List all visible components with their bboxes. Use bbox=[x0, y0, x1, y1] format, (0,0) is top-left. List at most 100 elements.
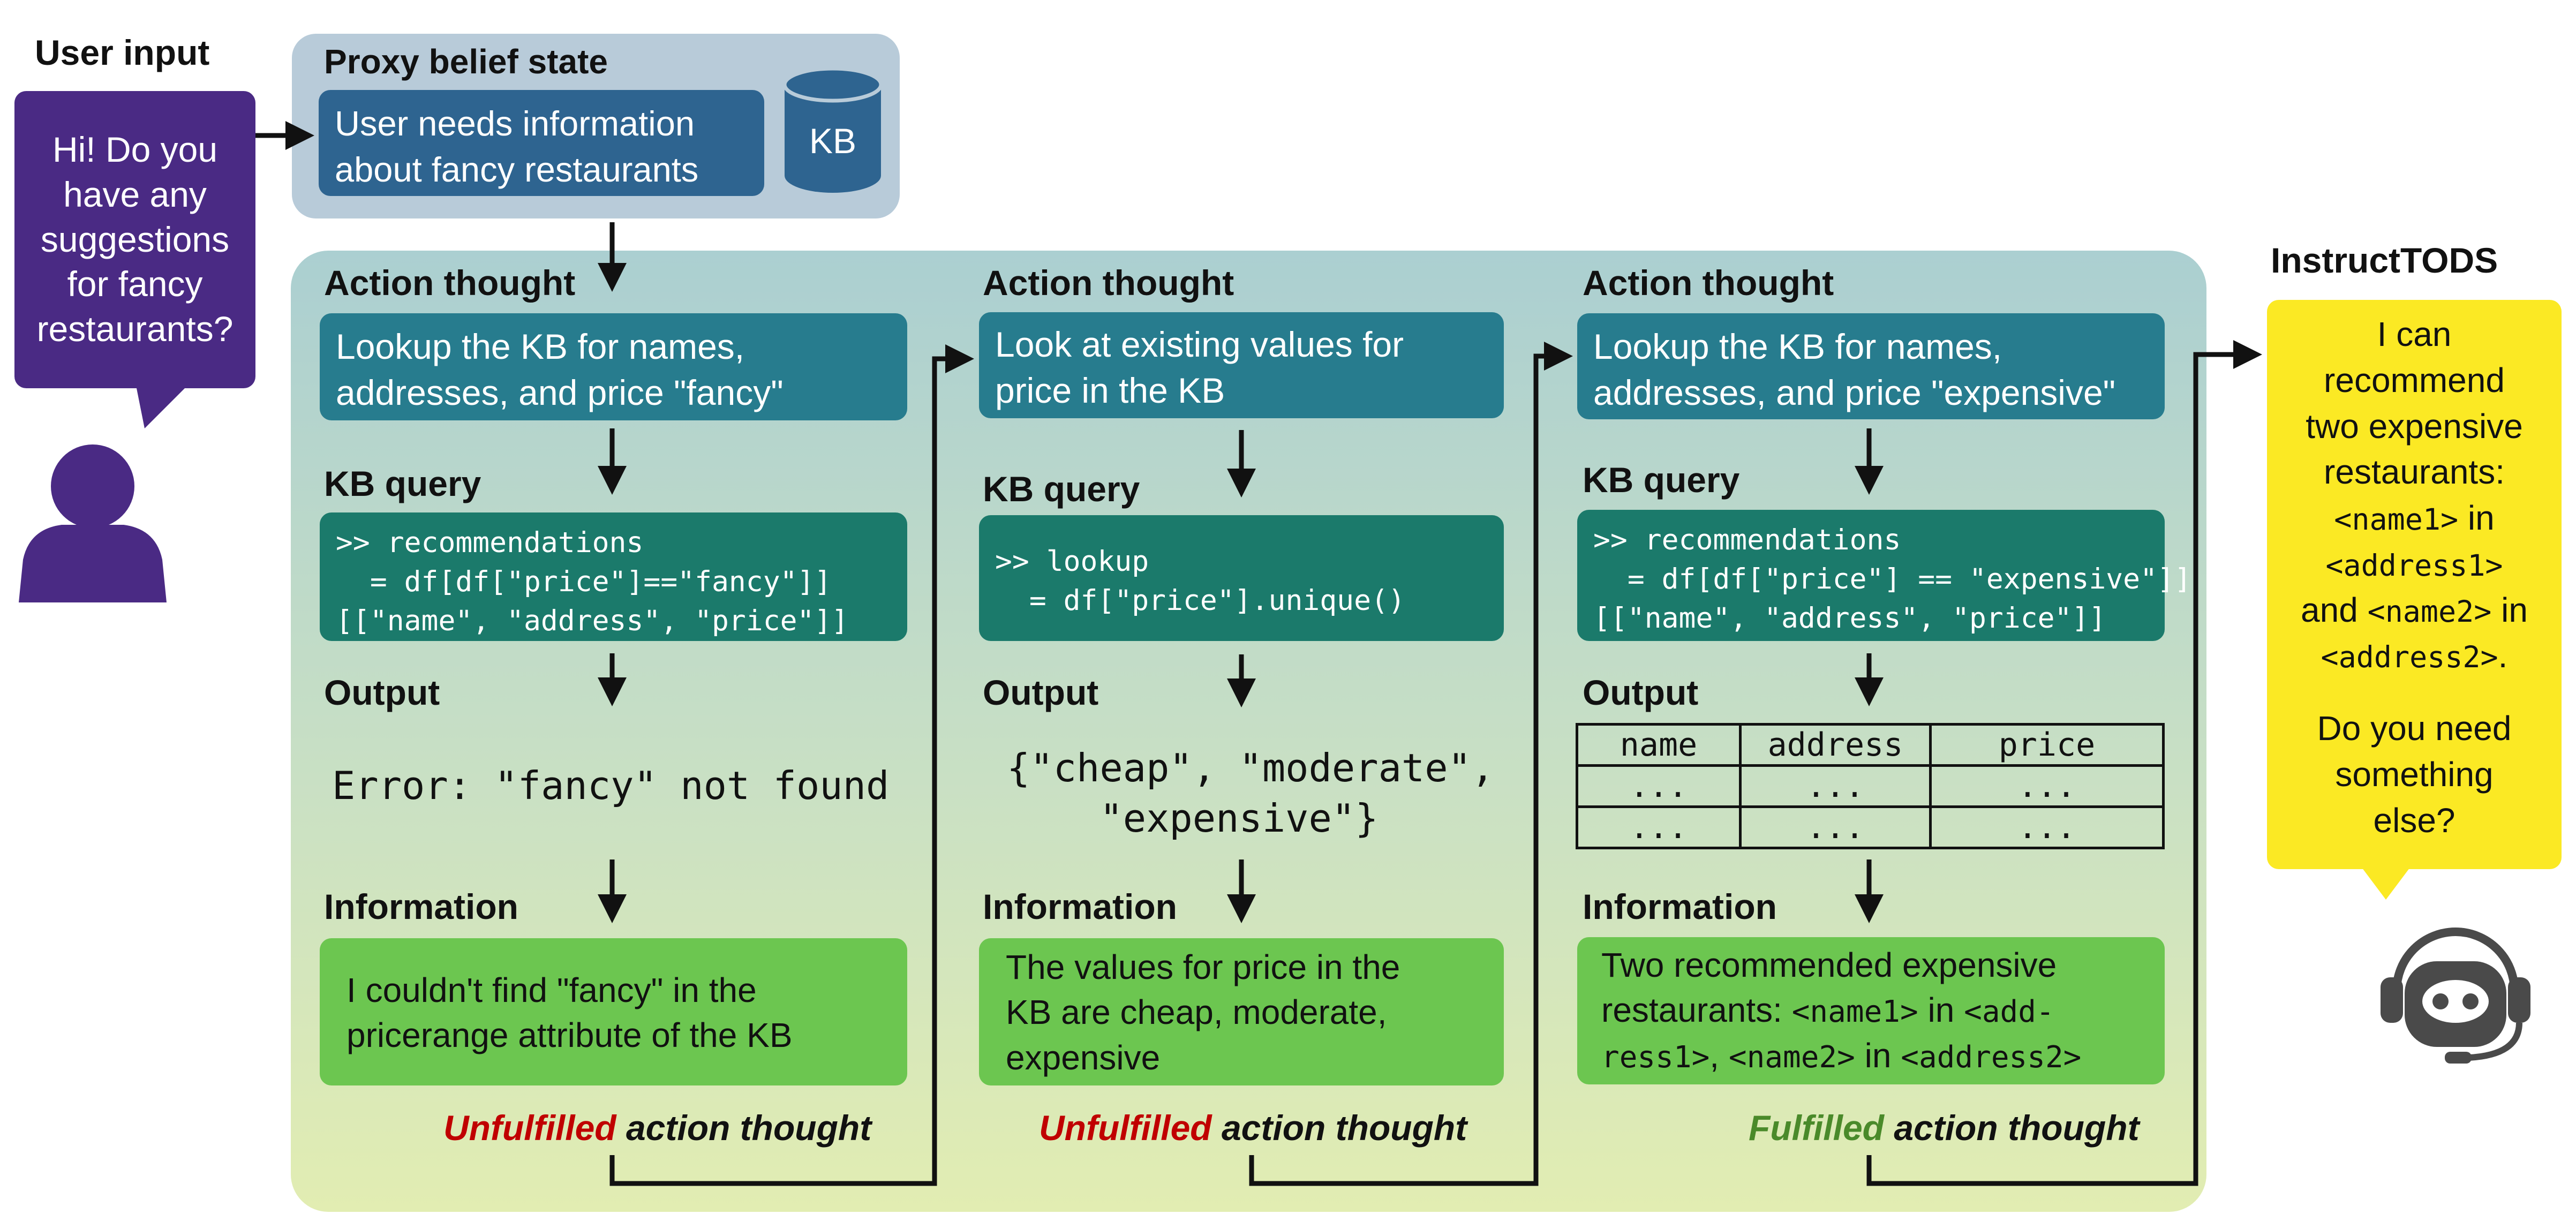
kb-query-title-2: KB query bbox=[983, 469, 1140, 509]
info-3-mono: <add- bbox=[1964, 994, 2054, 1030]
status-label-2: Unfulfilled action thought bbox=[1039, 1107, 1467, 1148]
information-box-3: Two recommended expensive restaurants: <… bbox=[1577, 937, 2165, 1084]
info-3-mono: <name2> bbox=[1728, 1039, 1855, 1075]
action-3-line-2: addresses, and price "expensive" bbox=[1593, 372, 2116, 412]
action-thought-box-1: Lookup the KB for names, addresses, and … bbox=[320, 313, 907, 420]
status-rest-2: action thought bbox=[1211, 1108, 1467, 1148]
user-line-1: Hi! Do you bbox=[52, 129, 218, 169]
output-text-1: Error: "fancy" not found bbox=[332, 763, 890, 808]
user-line-2: have any bbox=[63, 174, 207, 214]
user-input-title: User input bbox=[35, 33, 210, 72]
system-spacer bbox=[2272, 679, 2556, 706]
info-1-line-2: pricerange attribute of the KB bbox=[347, 1016, 793, 1055]
info-3-line-1: Two recommended expensive bbox=[1601, 946, 2057, 984]
user-bubble-tail bbox=[134, 375, 198, 428]
action-2-line-1: Look at existing values for bbox=[995, 325, 1404, 364]
action-thought-box-2: Look at existing values for price in the… bbox=[979, 312, 1504, 418]
belief-box: User needs information about fancy resta… bbox=[319, 90, 764, 196]
info-1-line-1: I couldn't find "fancy" in the bbox=[347, 971, 757, 1009]
table-header-cell: price bbox=[1929, 723, 2165, 767]
system-line-4: restaurants: bbox=[2324, 453, 2505, 492]
system-text: in bbox=[2458, 499, 2495, 537]
output-title-1: Output bbox=[324, 673, 440, 712]
info-2-line-3: expensive bbox=[1006, 1038, 1161, 1077]
kb-cylinder-icon bbox=[782, 66, 883, 193]
info-3-text: restaurants: bbox=[1601, 991, 1792, 1030]
info-3-mono: <name1> bbox=[1791, 994, 1918, 1030]
system-mono: <name1> bbox=[2334, 502, 2459, 537]
info-3-text: in bbox=[1855, 1036, 1901, 1075]
kb-query-box-3: >> recommendations = df[df["price"] == "… bbox=[1577, 510, 2191, 641]
info-2-line-2: KB are cheap, moderate, bbox=[1006, 993, 1387, 1032]
system-line-7: and <name2> in bbox=[2272, 587, 2556, 634]
status-word-3: Fulfilled bbox=[1749, 1108, 1884, 1148]
belief-line-1: User needs information bbox=[335, 104, 695, 143]
bot-headset-icon bbox=[2381, 928, 2530, 1064]
info-3-line-3: ress1>, <name2> in <address2> bbox=[1601, 1033, 2141, 1078]
table-cell: ... bbox=[1576, 764, 1742, 808]
table-row: ... ... ... bbox=[1576, 805, 2165, 849]
table-cell: ... bbox=[1929, 764, 2165, 808]
status-label-1: Unfulfilled action thought bbox=[443, 1107, 871, 1148]
system-line-6: <address1> bbox=[2272, 541, 2556, 587]
kb-query-title-1: KB query bbox=[324, 464, 481, 503]
table-header-row: name address price bbox=[1576, 723, 2165, 767]
status-word-1: Unfulfilled bbox=[443, 1108, 616, 1148]
information-title-2: Information bbox=[983, 887, 1177, 926]
table-cell: ... bbox=[1739, 764, 1932, 808]
table-cell: ... bbox=[1739, 805, 1932, 849]
system-line-5: <name1> in bbox=[2272, 495, 2556, 541]
system-mono: <address1> bbox=[2325, 548, 2503, 583]
system-line-1: I can bbox=[2377, 315, 2452, 353]
info-2-line-1: The values for price in the bbox=[1006, 948, 1400, 986]
proxy-belief-title: Proxy belief state bbox=[324, 42, 608, 81]
status-rest-3: action thought bbox=[1884, 1108, 2140, 1148]
output-text-2: {"cheap", "moderate", "expensive"} bbox=[1007, 745, 1495, 841]
info-3-text: in bbox=[1918, 991, 1964, 1030]
kb-query-box-1: >> recommendations = df[df["price"]=="fa… bbox=[320, 512, 907, 641]
system-bubble-tail bbox=[2354, 857, 2418, 900]
system-text: and bbox=[2301, 590, 2368, 629]
system-line-2: recommend bbox=[2324, 360, 2505, 399]
action-thought-title-2: Action thought bbox=[983, 263, 1234, 303]
table-cell: ... bbox=[1576, 805, 1742, 849]
info-3-text: , bbox=[1709, 1036, 1729, 1075]
system-line-3: two expensive bbox=[2306, 406, 2523, 446]
status-label-3: Fulfilled action thought bbox=[1749, 1107, 2140, 1148]
action-thought-title-1: Action thought bbox=[324, 263, 576, 303]
user-line-4: for fancy bbox=[67, 264, 203, 304]
table-header-cell: address bbox=[1739, 723, 1932, 767]
system-text: . bbox=[2498, 636, 2508, 675]
information-box-1: I couldn't find "fancy" in the pricerang… bbox=[320, 938, 907, 1085]
action-1-line-2: addresses, and price "fancy" bbox=[336, 372, 784, 412]
table-cell: ... bbox=[1929, 805, 2165, 849]
system-title: InstructTODS bbox=[2271, 240, 2498, 280]
system-mono: <name2> bbox=[2367, 594, 2492, 629]
system-mono: <address2> bbox=[2321, 640, 2498, 675]
system-message-bubble: I can recommend two expensive restaurant… bbox=[2267, 300, 2562, 869]
info-3-line-2: restaurants: <name1> in <add- bbox=[1601, 987, 2141, 1032]
information-title-3: Information bbox=[1583, 887, 1777, 926]
system-line-11: else? bbox=[2373, 801, 2456, 840]
table-header-cell: name bbox=[1576, 723, 1742, 767]
information-box-2: The values for price in the KB are cheap… bbox=[979, 938, 1504, 1085]
action-1-line-1: Lookup the KB for names, bbox=[336, 327, 745, 366]
status-rest-1: action thought bbox=[616, 1108, 872, 1148]
action-2-line-2: price in the KB bbox=[995, 370, 1225, 410]
system-line-8: <address2>. bbox=[2272, 633, 2556, 679]
user-line-5: restaurants? bbox=[36, 309, 234, 349]
table-row: ... ... ... bbox=[1576, 764, 2165, 808]
belief-line-2: about fancy restaurants bbox=[335, 149, 699, 189]
user-message-bubble: Hi! Do you have any suggestions for fanc… bbox=[14, 91, 255, 388]
action-thought-title-3: Action thought bbox=[1583, 263, 1834, 303]
kb-query-title-3: KB query bbox=[1583, 460, 1740, 500]
output-title-2: Output bbox=[983, 673, 1099, 712]
status-word-2: Unfulfilled bbox=[1039, 1108, 1212, 1148]
user-line-3: suggestions bbox=[40, 219, 230, 259]
user-avatar-icon bbox=[19, 444, 167, 602]
kb-query-box-2: >> lookup = df["price"].unique() bbox=[979, 515, 1504, 641]
output-table-3: name address price ... ... ... ... ... .… bbox=[1576, 723, 2165, 849]
action-thought-box-3: Lookup the KB for names, addresses, and … bbox=[1577, 313, 2165, 419]
kb-label: KB bbox=[809, 121, 857, 161]
info-3-mono: <address2> bbox=[1901, 1039, 2082, 1075]
